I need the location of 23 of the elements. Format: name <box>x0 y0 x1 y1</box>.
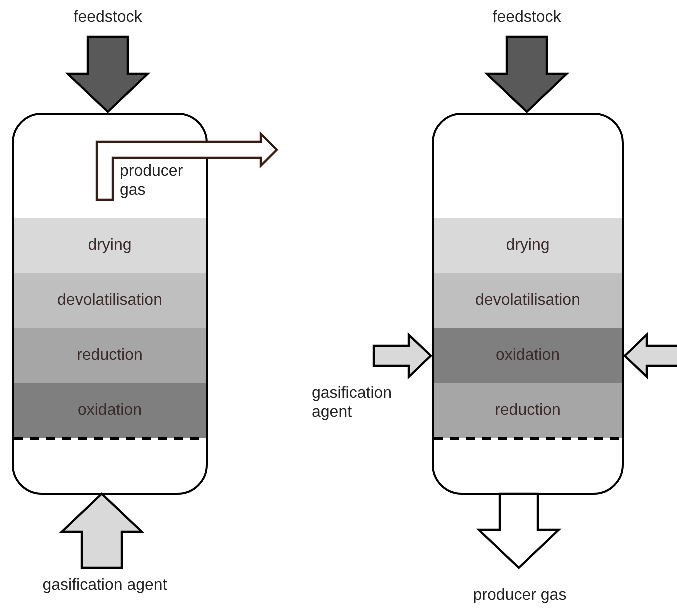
output-label: producer gas <box>460 586 580 605</box>
block-arrow <box>96 131 279 202</box>
reactor-vessel <box>432 113 624 495</box>
output-label: producer gas <box>120 162 200 200</box>
block-arrow <box>484 36 570 114</box>
block-arrow <box>476 492 562 570</box>
zone-band: reduction <box>434 383 622 438</box>
input-label: feedstock <box>477 8 577 27</box>
block-arrow <box>65 36 151 114</box>
block-arrow <box>59 492 145 570</box>
zone-band: devolatilisation <box>434 273 622 328</box>
zone-band: drying <box>434 218 622 273</box>
zone-band: drying <box>14 218 206 273</box>
reactor-vessel <box>12 113 208 495</box>
input-label: gasification agent <box>20 576 190 595</box>
zone-band: oxidation <box>434 328 622 383</box>
input-label: gasification agent <box>312 384 412 422</box>
block-arrow <box>372 332 433 380</box>
zone-band: reduction <box>14 328 206 383</box>
block-arrow <box>623 332 677 380</box>
zone-band: devolatilisation <box>14 273 206 328</box>
input-label: feedstock <box>58 8 158 27</box>
zone-band: oxidation <box>14 383 206 438</box>
